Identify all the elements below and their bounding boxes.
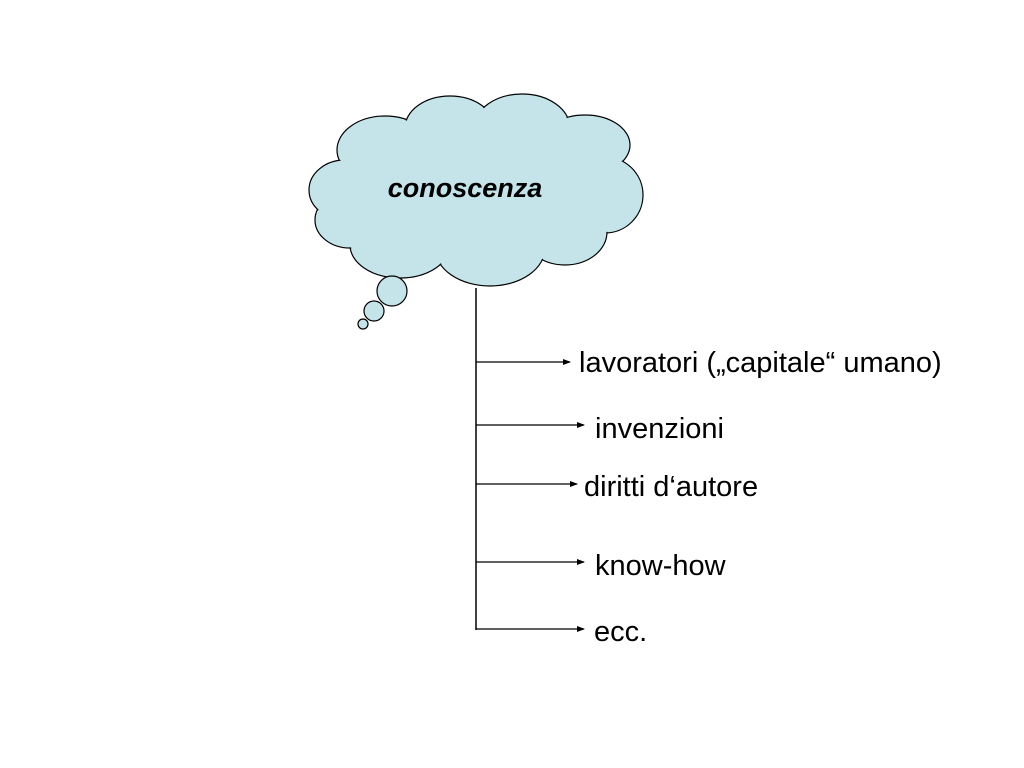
branch-know-how: know-how (476, 550, 727, 582)
item-label: know-how (595, 550, 727, 582)
item-label: lavoratori („capitale“ umano) (579, 347, 942, 379)
branch-diritti: diritti d‘autore (476, 471, 758, 503)
cloud-fill (310, 95, 642, 285)
branch-invenzioni: invenzioni (476, 413, 724, 445)
thought-bubble-large (376, 275, 408, 307)
item-label: invenzioni (595, 413, 724, 445)
item-label: ecc. (594, 616, 647, 648)
thought-bubbles (357, 275, 408, 330)
item-label: diritti d‘autore (584, 471, 758, 503)
branch-ecc: ecc. (476, 616, 647, 648)
thought-bubble-medium (363, 300, 385, 322)
thought-bubble-small (357, 318, 369, 330)
thought-cloud: conoscenza (308, 93, 644, 330)
root-label: conoscenza (388, 173, 543, 203)
branch-lavoratori: lavoratori („capitale“ umano) (476, 347, 942, 379)
